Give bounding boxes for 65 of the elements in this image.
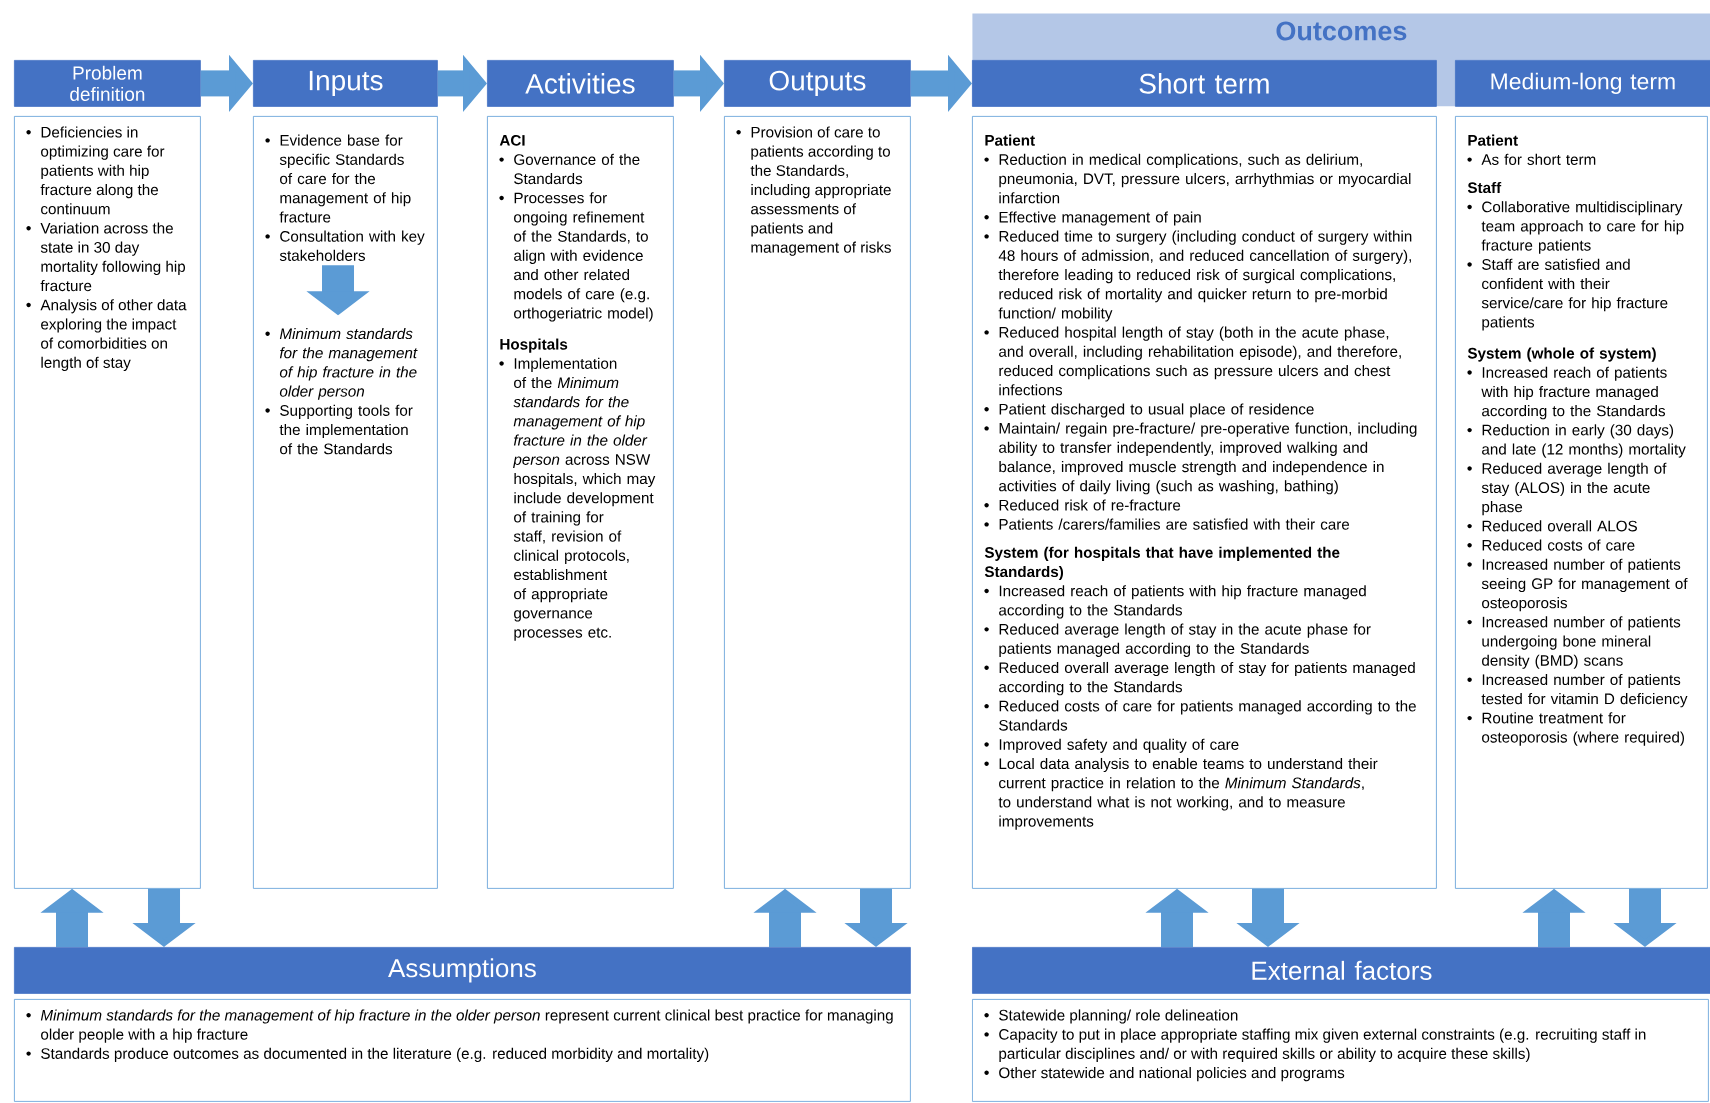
node-label: Staff are satisfied and confident with their service/care for hip fracture patients	[1481, 258, 1668, 331]
node-label: Effective management of pain	[999, 211, 1201, 226]
node-label: Reduced overall average length of stay for patients managed according to the Standards	[999, 661, 1415, 696]
text-block: Hospitals Implementation of the Minimum standards for the management of hip fracture in the older person across NSW hospitals, which may include development of training for staff, revision of clinical protocols, establishment of appropriate governance processes etc.	[499, 338, 656, 641]
node-label: Reduced average length of stay in the acute phase for patients managed according to the Standards	[999, 623, 1371, 657]
text-block: Evidence base for specific Standards of care for the management of hip fracture Consultation with key stakeholders	[265, 134, 425, 261]
node-label: Reduced risk of re-fracture	[999, 499, 1181, 511]
node-label: Implementation of the Minimum standards for the management of hip fracture in the older person across NSW hospitals, which may include development of training for staff, revision of clinical protocols, establishment of appropriate governance processes etc.	[513, 357, 656, 641]
header-bar: Assumptions	[14, 947, 911, 994]
node-label: Reduced time to surgery (including conduct of surgery within 48 hours of admission, and reduced cancellation of surgery), therefore leading to reduced risk of surgical complications, reduced risk of mortality and quicker return to pre-morbid function/ mobility	[998, 230, 1412, 322]
header-bar: Short term	[972, 60, 1437, 107]
text-block: Patient Reduction in medical complications, such as delirium, pneumonia, DVT, pressure ulcers, arrhythmias or myocardial infarction Effective management of pain Reduced time to surgery (including conduct of surgery within 48 hours of admission, and reduced cancellation of surgery), therefore leading to reduced risk of surgical complications, reduced risk of mortality and quicker return to pre-morbid function/ mobility Reduced hospital length of stay (both in the acute phase, and overall, including rehabilitation episode), and therefore, reduced complications such as pressure ulcers and chest infections Patient discharged to usual place of residence Maintain/ regain pre-fracture/ pre-operative function, including ability to transfer independently, improved walking and balance, improved muscle strength and independence in activities of daily living (such as washing, bathing) Reduced risk of re-fracture Patients /carers/families are satisfied with their care	[984, 134, 1417, 530]
node-label: Hospitals	[500, 338, 568, 353]
text-block: System (for hospitals that have implemented the Standards) Increased reach of patients with hip fracture managed according to the Standards Reduced average length of stay in the acute phase for patients managed according to the Standards Reduced overall average length of stay for patients managed according to the Standards Reduced costs of care for patients managed according to the Standards Improved safety and quality of care Local data analysis to enable teams to understand their current practice in relation to the Minimum Standards, to understand what is not working, and to measure improvements	[984, 546, 1416, 830]
node-label: Reduced hospital length of stay (both in the acute phase, and overall, including rehabilitation episode), and therefore, reduced complications such as pressure ulcers and chest infections	[999, 326, 1401, 396]
node-label: Routine treatment for osteoporosis (where required)	[1482, 712, 1685, 746]
header-bar: Medium-long term	[1455, 60, 1710, 107]
text-box: Statewide planning/ role delineation Capacity to put in place appropriate staffing mix given external constraints (e.g. recruiting staff in particular disciplines and/ or with required skills or ability to acquire these skills) Other statewide and national policies and programs	[972, 999, 1709, 1102]
text-block: Patient As for short term	[1467, 134, 1596, 165]
header-bar: Problem definition	[14, 60, 201, 107]
node-label: ACI	[499, 134, 525, 146]
text-block: Minimum standards for the management of hip fracture in the older person Supporting tools for the implementation of the Standards	[265, 327, 418, 455]
column-box	[972, 116, 1437, 889]
header-bar: Outputs	[724, 60, 911, 107]
node-label: Increased number of patients seeing GP for management of osteoporosis	[1481, 558, 1688, 612]
text-block: System (whole of system) Increased reach of patients with hip fracture managed according to the Standards Reduction in early (30 days) and late (12 months) mortality Reduced average length of stay (ALOS) in the acute phase Reduced overall ALOS Reduced costs of care Increased number of patients seeing GP for management of osteoporosis Increased number of patients undergoing bone mineral density (BMD) scans Increased number of patients tested for vitamin D deficiency Routine treatment for osteoporosis (where required)	[1467, 347, 1688, 746]
node-label: Increased reach of patients with hip fracture managed according to the Standards	[999, 585, 1366, 619]
header-bar: Inputs	[253, 60, 438, 107]
node-label: Patient	[1468, 134, 1518, 146]
node-label: Minimum standards for the management of hip fracture in the older person	[279, 327, 418, 400]
column-box	[253, 116, 438, 889]
header-bar: Activities	[487, 60, 674, 107]
node-label: Processes for ongoing refinement of the Standards, to align with evidence and other related models of care (e.g. orthogeriatric model)	[514, 192, 653, 322]
node-label: As for short term	[1481, 153, 1596, 165]
text-block: ACI Governance of the Standards Processes for ongoing refinement of the Standards, to align with evidence and other related models of care (e.g. orthogeriatric model)	[499, 134, 653, 322]
node-label: System (for hospitals that have implemented the Standards)	[984, 546, 1340, 581]
node-label: Patients /carers/families are satisfied with their care	[999, 518, 1350, 530]
node-label: Reduced costs of care for patients managed according to the Standards	[999, 700, 1416, 731]
column-box	[487, 116, 674, 889]
node-label: Reduction in medical complications, such as delirium, pneumonia, DVT, pressure ulcers, arrhythmias or myocardial infarction	[999, 153, 1411, 204]
node-label: Staff	[1467, 181, 1502, 194]
node-label: Reduced overall ALOS	[1482, 520, 1637, 532]
node-label: Improved safety and quality of care	[999, 738, 1239, 753]
node-label: Increased number of patients undergoing bone mineral density (BMD) scans	[1482, 616, 1681, 669]
node-label: Reduced average length of stay (ALOS) in the acute phase	[1481, 462, 1667, 516]
column-box	[1455, 116, 1708, 889]
text-block: Staff Collaborative multidisciplinary team approach to care for hip fracture patients Staff are satisfied and confident with their service/care for hip fracture patients	[1467, 181, 1684, 331]
node-label: Reduction in early (30 days) and late (12 months) mortality	[1482, 424, 1686, 458]
node-label: Collaborative multidisciplinary team approach to care for hip fracture patients	[1481, 201, 1684, 254]
node-label: Evidence base for specific Standards of care for the management of hip fracture	[279, 134, 411, 223]
text-box: Minimum standards for the management of hip fracture in the older person represent current clinical best practice for managing older people with a hip fracture Standards produce outcomes as documented in the literature (e.g. reduced morbidity and mortality)	[14, 999, 911, 1102]
node-label: Governance of the Standards	[514, 153, 640, 185]
node-label: Reduced costs of care	[1482, 539, 1635, 551]
node-label: Consultation with key stakeholders	[279, 230, 425, 261]
node-label: System (whole of system)	[1467, 347, 1656, 362]
text-box: Deficiencies in optimizing care for patients with hip fracture along the continuum Variation across the state in 30 day mortality following hip fracture Analysis of other data exploring the impact of comorbidities on length of stay	[14, 116, 201, 889]
node-label: Local data analysis to enable teams to understand their current practice in relation to the Minimum Standards, to understand what is not working, and to measure improvements	[998, 757, 1378, 830]
node-label: Maintain/ regain pre-fracture/ pre-operative function, including ability to transfer independently, improved walking and balance, improved muscle strength and independence in activities of daily living (such as washing, bathing)	[999, 422, 1417, 495]
node-label: Increased reach of patients with hip fracture managed according to the Standards	[1481, 366, 1667, 420]
node-label: Supporting tools for the implementation of the Standards	[279, 404, 413, 455]
header-bar: External factors	[972, 947, 1710, 994]
node-label: Patient	[985, 134, 1035, 146]
text-box: Provision of care to patients according to the Standards, including appropriate assessments of patients and management of risks	[724, 116, 911, 889]
node-label: Patient discharged to usual place of residence	[999, 403, 1314, 418]
node-label: Increased number of patients tested for vitamin D deficiency	[1481, 673, 1688, 708]
